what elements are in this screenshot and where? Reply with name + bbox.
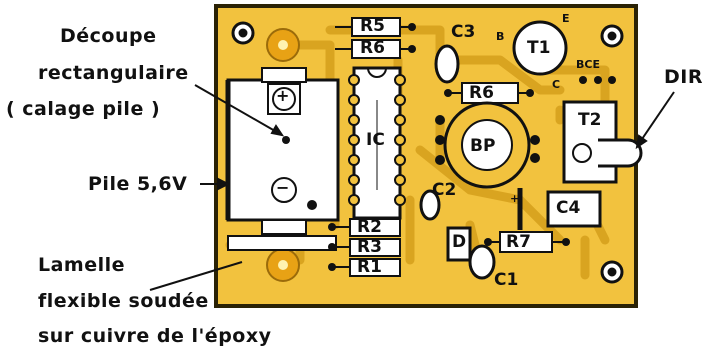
label-c1: C1 <box>494 270 519 290</box>
label-b: B <box>496 30 505 43</box>
lamelle-label-line2: flexible soudée <box>38 290 209 312</box>
label-c2: C2 <box>432 180 457 200</box>
mounting-holes <box>231 21 624 284</box>
label-r6-top: R6 <box>360 38 385 58</box>
capacitor-c3 <box>434 44 460 84</box>
ic-chip <box>348 66 406 220</box>
label-t1: T1 <box>527 38 551 58</box>
decoupe-label-line1: Découpe <box>60 25 157 47</box>
label-r1: R1 <box>357 257 382 277</box>
solder-pads <box>307 23 570 271</box>
label-r6: R6 <box>469 83 494 103</box>
lamelle-label-line3: sur cuivre de l'époxy <box>38 325 272 347</box>
label-c: C <box>552 78 561 91</box>
capacitor-c1 <box>468 244 496 280</box>
label-d: D <box>452 232 467 252</box>
decoupe-label-line2: rectangulaire <box>38 62 189 84</box>
label-bce: BCE <box>576 58 600 71</box>
leader-lines <box>149 84 675 291</box>
label-r2: R2 <box>357 217 382 237</box>
label-plus: + <box>276 86 290 105</box>
capacitor-c2 <box>419 189 441 221</box>
transistor-t2 <box>562 76 643 184</box>
dir-label: DIR <box>664 66 703 88</box>
diode-d <box>446 226 472 262</box>
battery-pads <box>266 28 300 282</box>
buzzer-bp <box>443 101 531 189</box>
label-plus-c4: + <box>510 192 520 205</box>
lamelle-label-line1: Lamelle <box>38 254 126 276</box>
label-r7: R7 <box>506 232 531 252</box>
label-r3: R3 <box>357 237 382 257</box>
transistor-t1 <box>512 20 568 76</box>
battery <box>225 67 340 235</box>
label-c3: C3 <box>451 22 476 42</box>
label-bp: BP <box>470 136 496 156</box>
decoupe-label-line3: ( calage pile ) <box>6 98 161 120</box>
label-minus: − <box>276 178 290 197</box>
pile-label: Pile 5,6V <box>88 173 188 195</box>
label-ic: IC <box>366 130 385 150</box>
label-e: E <box>562 12 570 25</box>
label-c4: C4 <box>556 198 581 218</box>
lamelle-strip <box>227 235 337 251</box>
capacitor-c4 <box>517 188 602 230</box>
label-r5: R5 <box>360 16 385 36</box>
label-t2: T2 <box>578 110 602 130</box>
